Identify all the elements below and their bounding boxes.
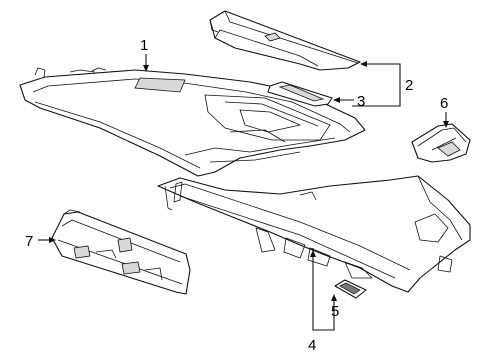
part-7-side-bracket xyxy=(51,209,191,295)
arrow-2a xyxy=(360,61,367,67)
callout-1: 1 xyxy=(140,37,148,54)
part-2-cover xyxy=(209,10,361,71)
leader-lines xyxy=(38,54,449,331)
arrow-6 xyxy=(443,121,449,128)
part-3-trim xyxy=(267,81,333,107)
part-5-clip xyxy=(334,279,367,299)
callout-6: 6 xyxy=(440,95,448,112)
arrow-1 xyxy=(143,65,149,72)
callout-2: 2 xyxy=(405,77,413,94)
arrow-5 xyxy=(331,294,337,301)
callout-3: 3 xyxy=(357,93,365,110)
leader-4 xyxy=(312,248,335,331)
arrow-7 xyxy=(49,237,56,243)
arrow-4 xyxy=(310,250,316,257)
callout-4: 4 xyxy=(308,337,316,354)
leader-2 xyxy=(352,63,401,107)
arrow-3 xyxy=(333,97,340,103)
part-1-shelf-panel xyxy=(19,67,366,177)
part-6-bracket xyxy=(411,123,471,163)
part-4-lower-panel xyxy=(157,175,471,293)
callout-7: 7 xyxy=(25,233,33,250)
callout-5: 5 xyxy=(331,303,339,320)
